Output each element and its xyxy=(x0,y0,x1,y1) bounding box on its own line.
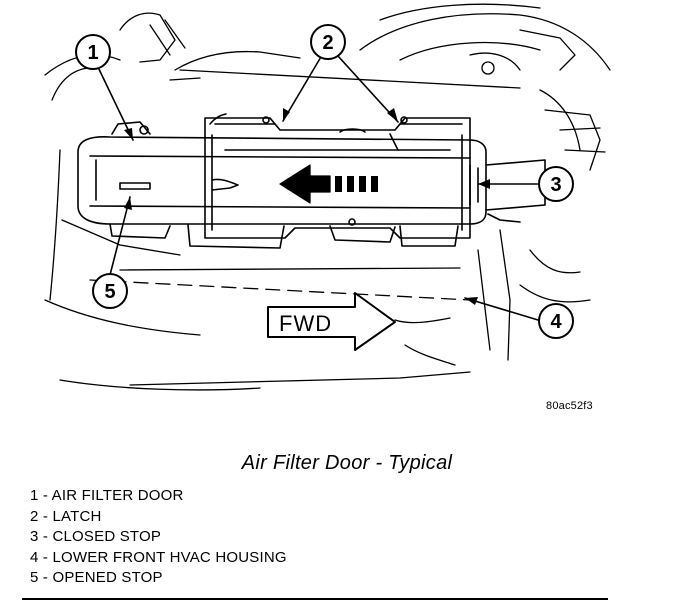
legend-item: 3 - CLOSED STOP xyxy=(30,528,162,545)
callout-number: 1 xyxy=(87,42,98,64)
legend-item: 5 - OPENED STOP xyxy=(30,569,163,586)
legend-item: 2 - LATCH xyxy=(30,507,102,525)
callout-legend: 1 - AIR FILTER DOOR 2 - LATCH 3 - CLOSED… xyxy=(30,486,287,589)
engine-bay-background xyxy=(44,3,611,391)
callout-1: 1 xyxy=(75,34,111,70)
fwd-label: FWD xyxy=(279,311,332,336)
latch-cover xyxy=(204,113,471,239)
air-filter-door xyxy=(77,121,546,249)
bottom-rule xyxy=(22,598,608,600)
callout-2: 2 xyxy=(310,24,346,60)
leader-arrowheads xyxy=(124,108,490,305)
callout-number: 3 xyxy=(550,174,561,196)
callout-3: 3 xyxy=(538,166,574,202)
air-filter-door-illustration: FWD 1 2 3 xyxy=(44,3,611,391)
figure-id: 80ac52f3 xyxy=(546,400,593,412)
figure-caption: Air Filter Door - Typical xyxy=(241,452,453,474)
callout-number: 2 xyxy=(322,32,333,54)
callout-4: 4 xyxy=(538,303,574,339)
legend-item: 1 - AIR FILTER DOOR xyxy=(30,487,184,504)
callout-5: 5 xyxy=(92,273,128,309)
callout-number: 5 xyxy=(104,281,115,303)
slide-direction-arrow xyxy=(279,164,378,204)
forward-direction-arrow: FWD xyxy=(267,292,396,351)
callout-number: 4 xyxy=(550,311,562,333)
legend-item: 4 - LOWER FRONT HVAC HOUSING xyxy=(30,548,287,566)
